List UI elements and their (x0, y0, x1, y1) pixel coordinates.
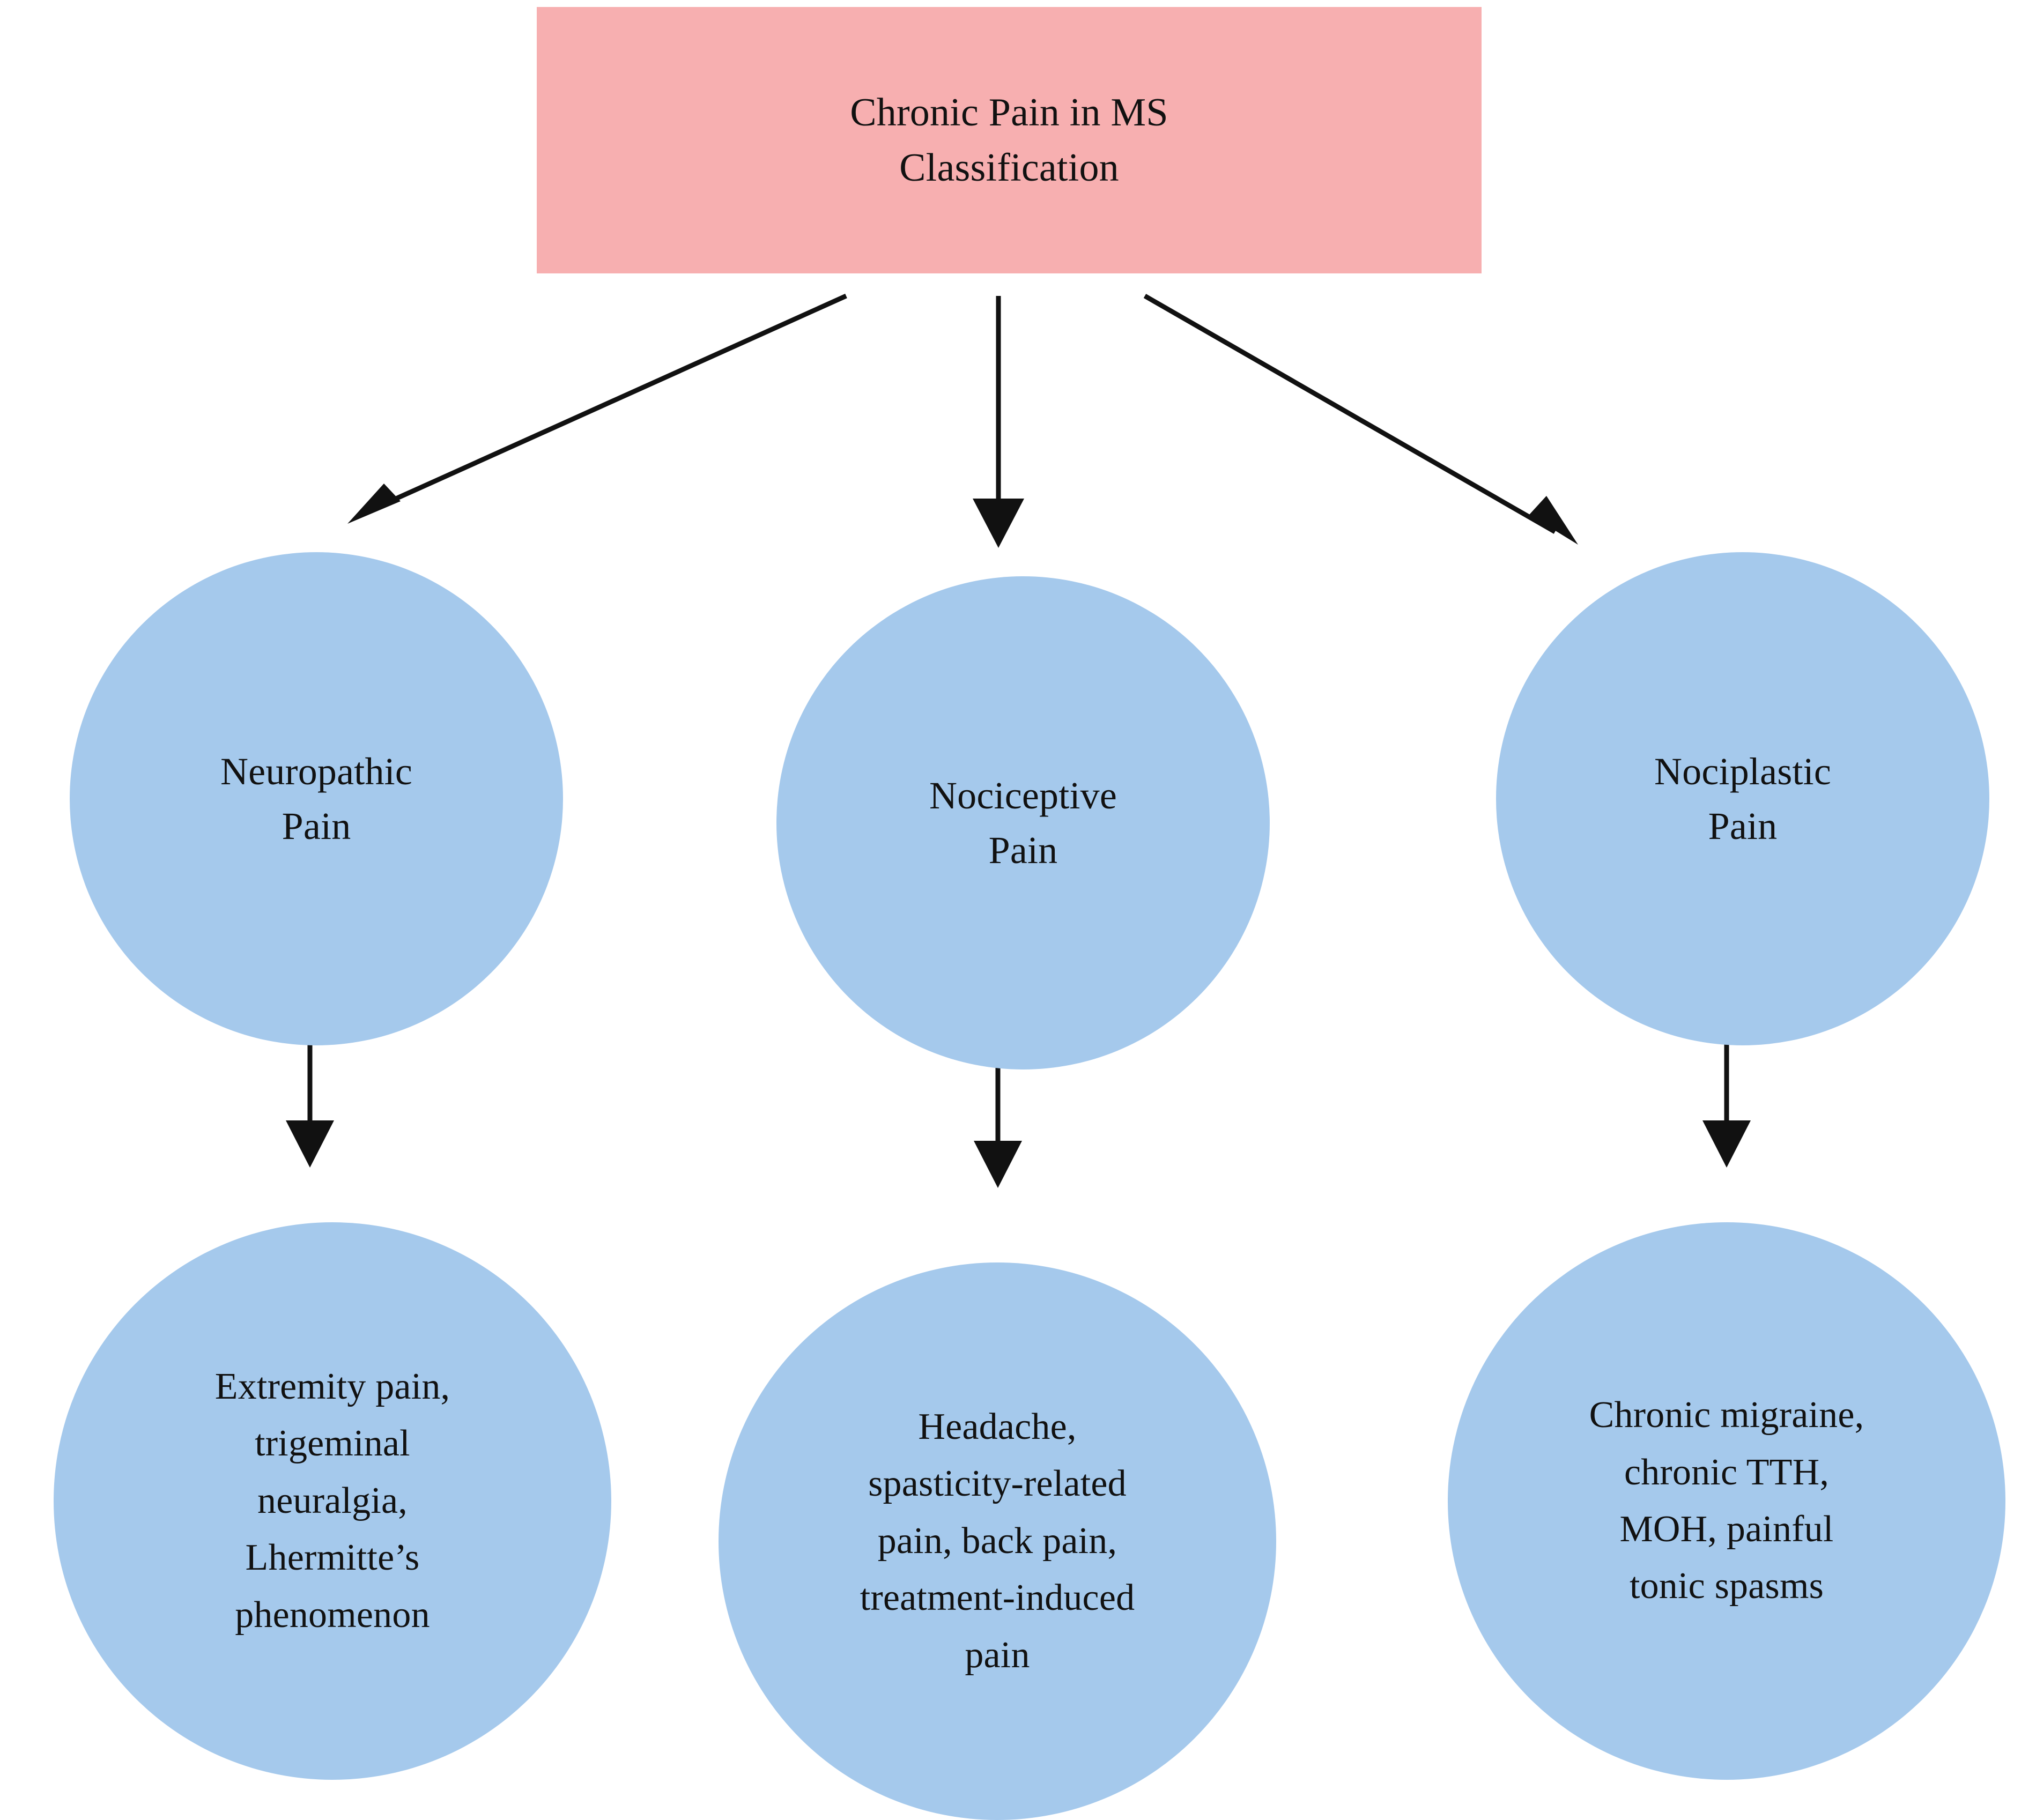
node-neuropathic-pain-label: Neuropathic Pain (220, 749, 413, 848)
root-node-chronic-pain-in-ms[interactable]: Chronic Pain in MS Classification (537, 7, 1482, 273)
node-neuropathic-pain-examples-label: Extremity pain, trigeminal neuralgia, Lh… (214, 1366, 450, 1636)
node-nociceptive-pain-label: Nociceptive Pain (929, 774, 1117, 872)
node-nociceptive-pain-examples[interactable]: Headache, spasticity-related pain, back … (719, 1262, 1276, 1820)
root-node-label: Chronic Pain in MS Classification (850, 91, 1168, 190)
node-nociplastic-pain-examples[interactable]: Chronic migraine, chronic TTH, MOH, pain… (1448, 1222, 2005, 1780)
node-nociplastic-pain[interactable]: Nociplastic Pain (1496, 552, 1989, 1045)
node-nociplastic-pain-examples-label: Chronic migraine, chronic TTH, MOH, pain… (1589, 1394, 1864, 1607)
node-nociceptive-pain-examples-label: Headache, spasticity-related pain, back … (860, 1406, 1135, 1676)
node-nociceptive-pain[interactable]: Nociceptive Pain (776, 576, 1270, 1069)
node-neuropathic-pain-examples[interactable]: Extremity pain, trigeminal neuralgia, Lh… (54, 1222, 611, 1780)
edge-root-to-nociceptive (973, 296, 1024, 548)
edge-root-to-nociplastic (1143, 294, 1578, 545)
node-neuropathic-pain[interactable]: Neuropathic Pain (70, 552, 563, 1045)
edge-root-to-neuropathic (347, 293, 847, 524)
node-nociplastic-pain-label: Nociplastic Pain (1654, 749, 1832, 848)
